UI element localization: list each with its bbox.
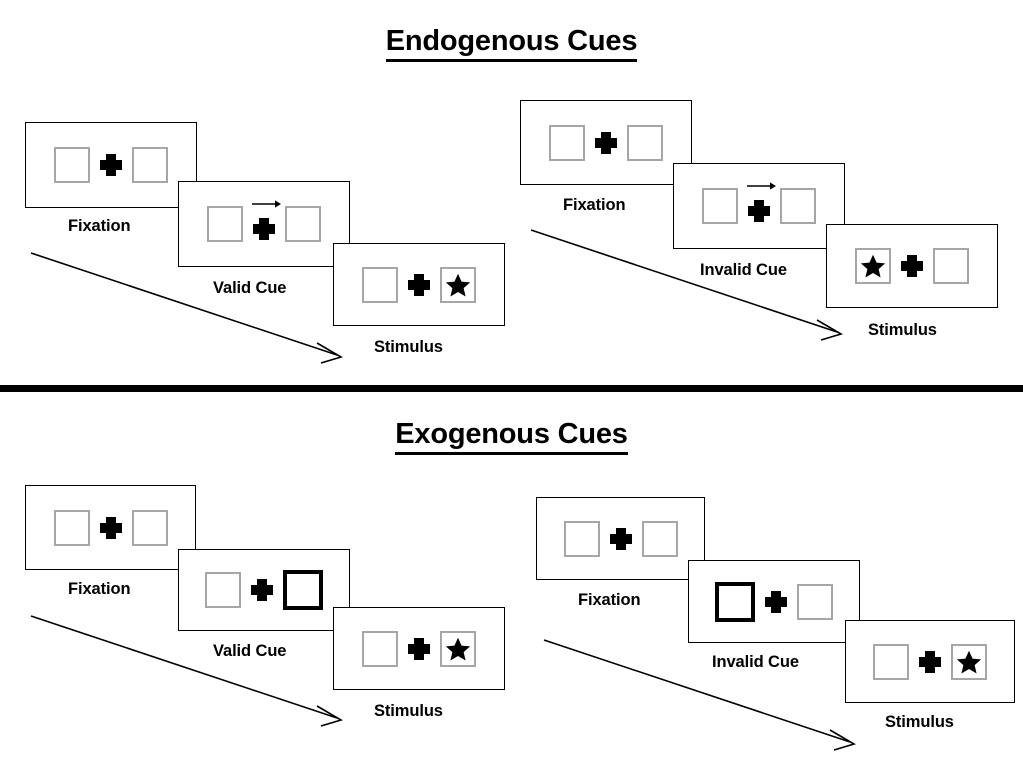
stage-label-exogenous-valid-cue: Valid Cue <box>213 642 287 660</box>
right-arrow-icon <box>252 200 281 208</box>
placeholder-box-right <box>797 583 833 620</box>
placeholder-box-left <box>362 630 398 667</box>
stage-label-exogenous-invalid-fixation: Fixation <box>578 591 641 609</box>
stage-label-exogenous-valid-stimulus: Stimulus <box>374 702 443 720</box>
frame-exogenous-invalid-cue <box>688 560 860 643</box>
section-title-endogenous-text: Endogenous Cues <box>385 25 637 62</box>
stage-label-endogenous-valid-fixation: Fixation <box>68 217 131 235</box>
stage-label-endogenous-invalid-cue: Invalid Cue <box>700 261 787 279</box>
stage-label-exogenous-valid-fixation: Fixation <box>68 580 131 598</box>
frame-exogenous-valid-stimulus <box>333 607 505 690</box>
plus-icon <box>595 130 617 156</box>
frame-exogenous-valid-fixation <box>25 485 196 570</box>
placeholder-box-left <box>362 266 398 303</box>
stage-label-exogenous-invalid-cue: Invalid Cue <box>712 653 799 671</box>
plus-icon <box>408 636 430 662</box>
stage-label-endogenous-invalid-stimulus: Stimulus <box>868 321 937 339</box>
plus-icon <box>251 577 273 603</box>
plus-icon <box>748 198 770 224</box>
star-icon <box>445 273 471 296</box>
star-icon <box>860 254 886 278</box>
target-box-right <box>440 266 476 303</box>
placeholder-box-right <box>627 124 663 161</box>
time-flow-arrow-endogenous-valid <box>30 252 343 364</box>
placeholder-box-left <box>549 124 585 161</box>
placeholder-box-left <box>702 188 738 224</box>
placeholder-box-right <box>131 509 168 546</box>
frame-endogenous-invalid-stimulus <box>826 224 998 308</box>
plus-icon <box>408 272 430 298</box>
stage-label-exogenous-invalid-stimulus: Stimulus <box>885 713 954 731</box>
section-title-exogenous-text: Exogenous Cues <box>395 418 628 455</box>
time-flow-arrow-exogenous-valid <box>30 615 343 727</box>
plus-icon <box>765 589 787 615</box>
placeholder-box-right <box>780 188 816 224</box>
star-icon <box>956 650 982 673</box>
placeholder-box-left <box>207 206 243 242</box>
frame-exogenous-invalid-fixation <box>536 497 705 580</box>
target-box-right <box>440 630 476 667</box>
stage-label-endogenous-valid-cue: Valid Cue <box>213 279 287 297</box>
placeholder-box-left <box>53 509 90 546</box>
frame-exogenous-invalid-stimulus <box>845 620 1015 703</box>
cued-box-left <box>715 581 755 622</box>
target-box-right <box>951 643 987 680</box>
placeholder-box-right <box>132 147 168 183</box>
frame-endogenous-invalid-cue <box>673 163 845 249</box>
cue-center-group <box>252 200 281 240</box>
target-box-left <box>855 248 891 284</box>
placeholder-box-left <box>205 572 241 608</box>
frame-exogenous-valid-cue <box>178 549 350 631</box>
placeholder-box-right <box>933 248 969 284</box>
frame-endogenous-invalid-fixation <box>520 100 692 185</box>
section-divider <box>0 385 1023 392</box>
plus-icon <box>100 152 122 178</box>
section-title-endogenous: Endogenous Cues <box>0 25 1023 62</box>
placeholder-box-left <box>54 147 90 183</box>
plus-icon <box>609 526 632 552</box>
stage-label-endogenous-valid-stimulus: Stimulus <box>374 338 443 356</box>
plus-icon <box>919 649 941 675</box>
stage-label-endogenous-invalid-fixation: Fixation <box>563 196 626 214</box>
placeholder-box-left <box>873 643 909 680</box>
time-flow-arrow-endogenous-invalid <box>530 229 843 341</box>
cue-center-group <box>747 182 776 222</box>
placeholder-box-right <box>641 520 678 557</box>
time-flow-arrow-exogenous-invalid <box>543 639 856 751</box>
right-arrow-icon <box>747 182 776 190</box>
plus-icon <box>253 216 275 242</box>
section-title-exogenous: Exogenous Cues <box>0 418 1023 455</box>
frame-endogenous-valid-fixation <box>25 122 197 208</box>
placeholder-box-right <box>285 206 321 242</box>
cued-box-right <box>283 570 323 610</box>
plus-icon <box>901 253 923 279</box>
plus-icon <box>99 515 122 541</box>
placeholder-box-left <box>563 520 600 557</box>
star-icon <box>445 637 471 660</box>
frame-endogenous-valid-cue <box>178 181 350 267</box>
frame-endogenous-valid-stimulus <box>333 243 505 326</box>
